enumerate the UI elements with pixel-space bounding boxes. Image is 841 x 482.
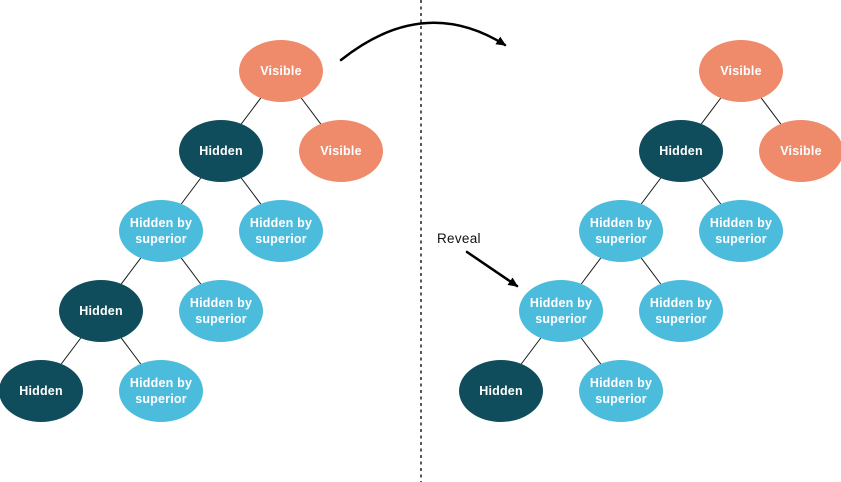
tree-node-hidden-by-superior: Hidden by superior xyxy=(639,280,723,342)
annotation-arrows-group xyxy=(339,21,519,288)
tree-node-hidden: Hidden xyxy=(0,360,83,422)
reveal-label: Reveal xyxy=(437,231,481,246)
tree-node-hidden-by-superior: Hidden by superior xyxy=(119,360,203,422)
tree-node-hidden: Hidden xyxy=(59,280,143,342)
tree-node-visible: Visible xyxy=(239,40,323,102)
transform-arrow-icon xyxy=(339,21,507,62)
tree-node-hidden: Hidden xyxy=(459,360,543,422)
tree-node-visible: Visible xyxy=(759,120,841,182)
reveal-arrow-icon xyxy=(465,250,519,288)
tree-node-hidden-by-superior: Hidden by superior xyxy=(699,200,783,262)
tree-node-hidden-by-superior: Hidden by superior xyxy=(579,200,663,262)
tree-node-hidden-by-superior: Hidden by superior xyxy=(579,360,663,422)
tree-node-hidden: Hidden xyxy=(639,120,723,182)
tree-node-hidden-by-superior-revealed: Hidden by superior xyxy=(519,280,603,342)
tree-node-hidden-by-superior: Hidden by superior xyxy=(179,280,263,342)
tree-node-hidden-by-superior: Hidden by superior xyxy=(119,200,203,262)
tree-node-visible: Visible xyxy=(699,40,783,102)
tree-node-hidden-by-superior: Hidden by superior xyxy=(239,200,323,262)
tree-node-hidden: Hidden xyxy=(179,120,263,182)
tree-node-visible: Visible xyxy=(299,120,383,182)
